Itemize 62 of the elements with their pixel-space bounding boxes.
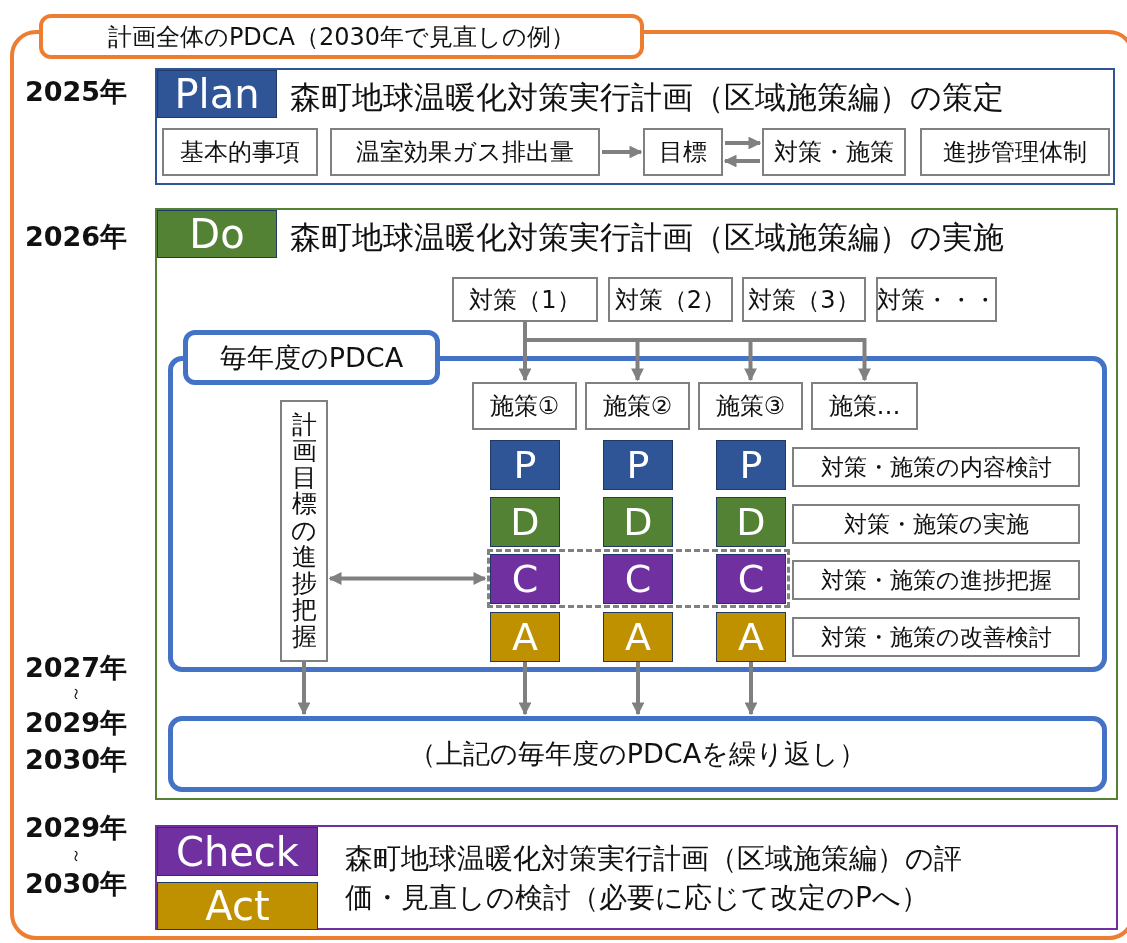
item-box: 温室効果ガス排出量 [330,128,600,176]
item-box: 施策③ [698,382,803,430]
phase-badge: Check [157,827,318,876]
arrow [518,662,532,716]
pdca-letter-tile: P [603,440,673,490]
item-box: 対策・施策 [762,128,906,176]
phase-panel [155,68,1115,185]
item-box: 施策… [811,382,918,430]
pdca-letter-tile: C [490,554,560,604]
item-box: 対策（2） [608,277,733,322]
pdca-letter-tile: P [716,440,786,490]
panel-title: 森町地球温暖化対策実行計画（区域施策編）の評価・見直しの検討（必要に応じて改定のPへ） [345,841,963,917]
repeat-box: （上記の毎年度のPDCAを繰り返し） [168,716,1107,792]
arrow [328,572,487,585]
item-box: 施策① [472,382,577,430]
step-label-box: 対策・施策の進捗把握 [792,560,1080,600]
pdca-letter-tile: A [716,612,786,662]
pdca-letter-tile: C [716,554,786,604]
range-mark: ～ [66,847,89,865]
pdca-letter-tile: D [603,497,673,547]
year-label: 2026年 [25,220,128,254]
phase-panel [155,208,1118,800]
pdca-letter-tile: A [490,612,560,662]
item-box: 施策② [585,382,690,430]
arrow [602,145,643,159]
year-label: 2030年 [25,867,128,901]
panel-title: 森町地球温暖化対策実行計画（区域施策編）の実施 [290,218,1004,257]
phase-panel [155,825,1118,930]
item-box: 対策（1） [452,277,598,322]
range-mark: ～ [66,685,89,703]
item-box: 目標 [643,128,723,176]
item-box: 基本的事項 [162,128,318,176]
step-label-box: 対策・施策の改善検討 [792,617,1080,657]
phase-badge: Act [157,882,318,930]
panel-heading: 毎年度のPDCA [183,330,440,385]
panel-heading: 計画全体のPDCA（2030年で見直しの例） [39,14,644,59]
step-label-box: 対策・施策の内容検討 [792,447,1080,487]
arrow [723,154,760,168]
pdca-letter-tile: C [603,554,673,604]
year-label: 2029年 [25,811,128,845]
year-label: 2025年 [25,75,128,109]
pdca-letter-tile: P [490,440,560,490]
arrow [725,136,762,150]
step-label-box: 対策・施策の実施 [792,504,1080,544]
phase-badge: Do [157,210,277,258]
pdca-letter-tile: A [603,612,673,662]
year-label: 2027年 [25,651,128,685]
year-label: 2029年 [25,706,128,740]
arrow [631,662,645,716]
dashed-group-outline [487,549,790,608]
arrow [744,662,758,716]
phase-badge: Plan [157,70,277,118]
pdca-letter-tile: D [490,497,560,547]
pdca-letter-tile: D [716,497,786,547]
item-box: 対策（3） [742,277,866,322]
panel-title: 森町地球温暖化対策実行計画（区域施策編）の策定 [290,78,1004,117]
item-box: 対策・・・ [876,277,997,322]
vertical-label-box: 計画目標の進捗把握 [280,400,328,662]
arrow [297,662,311,716]
item-box: 進捗管理体制 [920,128,1110,176]
year-label: 2030年 [25,743,128,777]
arrow [523,322,871,382]
